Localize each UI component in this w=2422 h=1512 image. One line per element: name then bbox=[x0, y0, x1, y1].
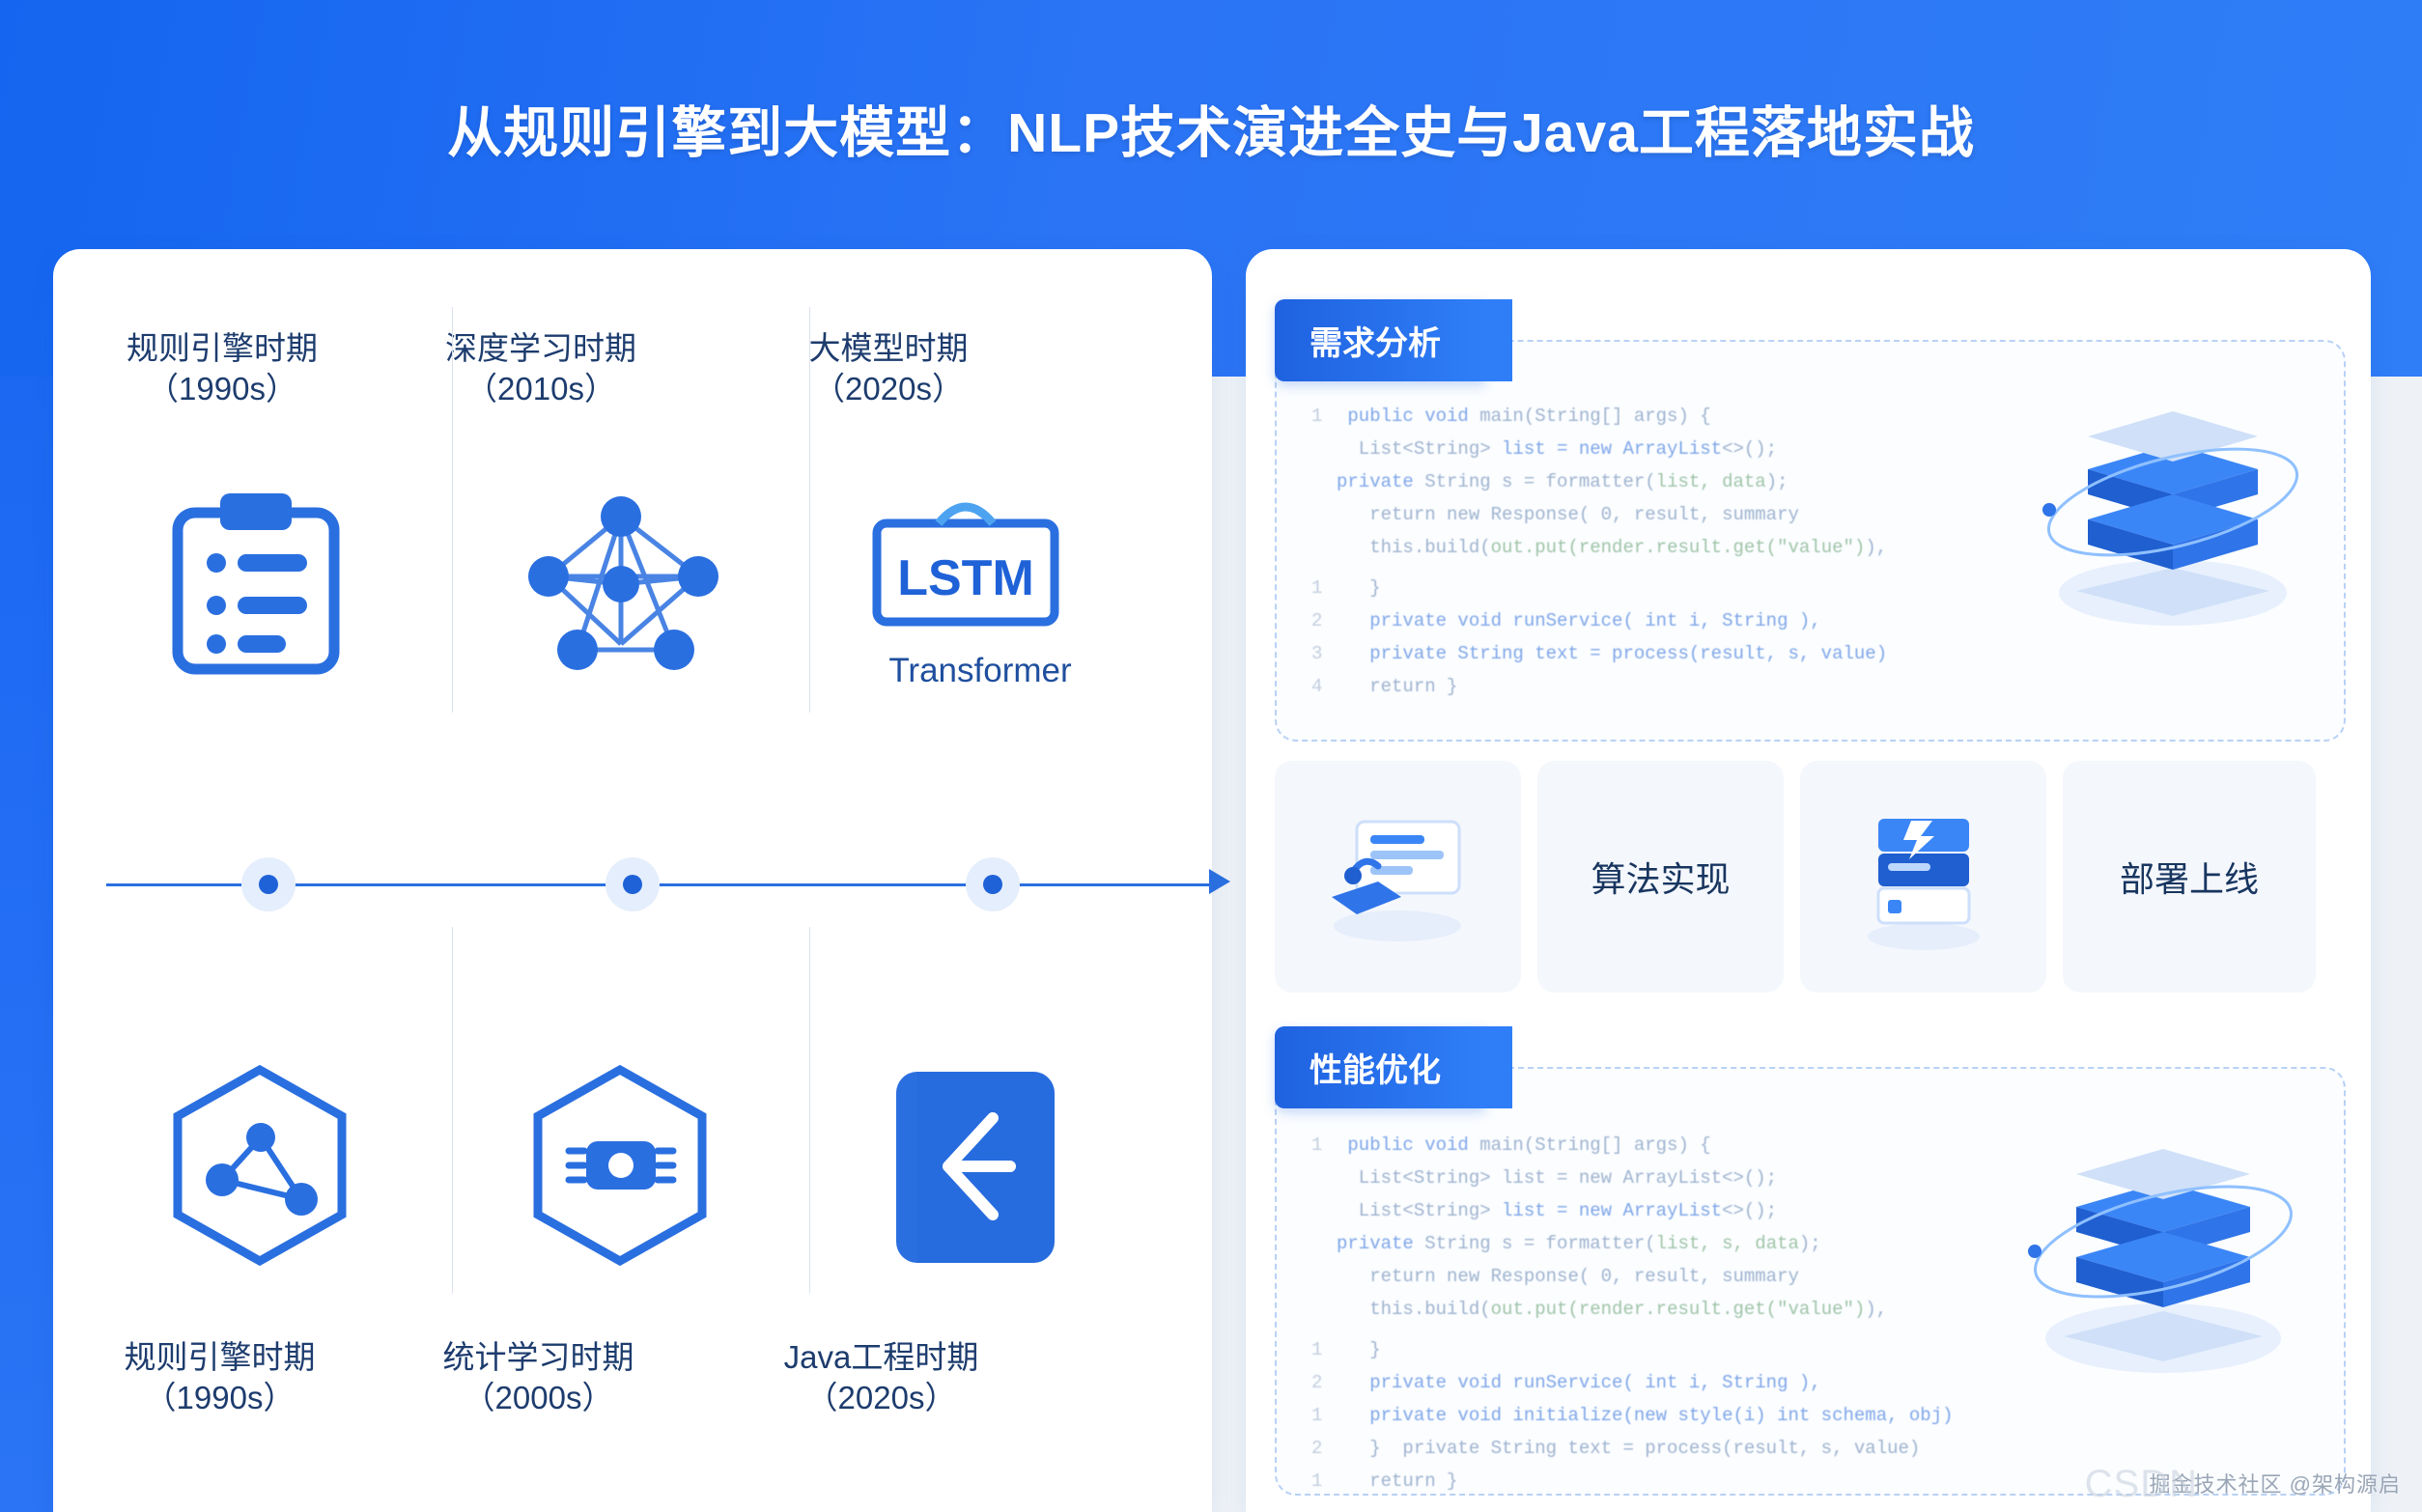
hexagon-graph-icon bbox=[166, 1062, 354, 1274]
watermark-brand: CSDN bbox=[2084, 1463, 2198, 1505]
hexagon-chip-icon bbox=[526, 1062, 715, 1274]
left-accent-strip bbox=[0, 377, 53, 1512]
watermark-text: 掘金技术社区 @架构源启 bbox=[2149, 1472, 2401, 1497]
performance-tag: 性能优化 bbox=[1275, 1026, 1512, 1108]
server-stack-illustration bbox=[1867, 819, 1980, 950]
timeline-bottom-item-1-period: （1990s） bbox=[144, 1380, 296, 1416]
timeline-top-item-1-period: （1990s） bbox=[147, 371, 297, 407]
workflow-step-cards: 算法实现 部署上线 bbox=[1275, 761, 2347, 993]
folder-arrow-icon bbox=[879, 1062, 1072, 1274]
workflow-card-4[interactable]: 部署上线 bbox=[2063, 761, 2316, 993]
performance-tag-label: 性能优化 bbox=[1275, 1026, 1512, 1108]
timeline-bottom-item-2-name: 统计学习时期 bbox=[442, 1339, 634, 1375]
timeline-axis bbox=[106, 883, 1217, 886]
monitor-code-illustration bbox=[1332, 820, 1461, 941]
timeline-divider-1 bbox=[452, 307, 453, 713]
server-rack-illustration-one bbox=[2028, 386, 2318, 642]
timeline-bottom-item-2-period: （2000s） bbox=[463, 1380, 614, 1416]
timeline-bottom-item-1: 规则引擎时期 （1990s） bbox=[92, 1337, 348, 1418]
requirements-tag: 需求分析 bbox=[1275, 299, 1512, 381]
timeline-top-item-3-name: 大模型时期 bbox=[808, 330, 969, 366]
clipboard-checklist-icon bbox=[164, 488, 348, 686]
timeline-top-item-3-period: （2020s） bbox=[813, 371, 964, 407]
timeline-node-2 bbox=[606, 857, 660, 911]
svg-text:LSTM: LSTM bbox=[897, 550, 1034, 606]
server-rack-illustration-two bbox=[2014, 1120, 2313, 1395]
timeline-top-item-2: 深度学习时期 （2010s） bbox=[415, 328, 666, 409]
timeline-top-item-2-name: 深度学习时期 bbox=[445, 330, 636, 366]
lstm-caption: Transformer bbox=[888, 652, 1072, 689]
lstm-badge-icon: LSTM bbox=[869, 481, 1062, 640]
timeline-top-item-1-name: 规则引擎时期 bbox=[127, 330, 318, 366]
timeline-divider-3 bbox=[452, 927, 453, 1294]
watermark: CSDN 掘金技术社区 @架构源启 bbox=[2085, 1463, 2401, 1505]
timeline-node-1 bbox=[241, 857, 296, 911]
timeline-bottom-item-3: Java工程时期 （2020s） bbox=[748, 1337, 1014, 1418]
timeline-bottom-item-1-name: 规则引擎时期 bbox=[124, 1339, 316, 1375]
workflow-card-3[interactable] bbox=[1800, 761, 2046, 993]
timeline-bottom-item-3-period: （2020s） bbox=[805, 1380, 957, 1416]
workflow-card-2-label: 算法实现 bbox=[1591, 859, 1731, 899]
timeline-divider-4 bbox=[809, 927, 810, 1294]
timeline-arrow-icon bbox=[1209, 869, 1230, 894]
timeline-top-item-1: 规则引擎时期 （1990s） bbox=[97, 328, 348, 409]
workflow-card-2[interactable]: 算法实现 bbox=[1537, 761, 1784, 993]
timeline-bottom-item-3-name: Java工程时期 bbox=[783, 1339, 979, 1375]
workflow-card-1[interactable] bbox=[1275, 761, 1521, 993]
requirements-tag-label: 需求分析 bbox=[1275, 299, 1512, 381]
timeline-top-item-3: 大模型时期 （2020s） bbox=[763, 328, 1014, 409]
timeline-node-3 bbox=[966, 857, 1020, 911]
page-title: 从规则引擎到大模型：NLP技术演进全史与Java工程落地实战 bbox=[447, 102, 1975, 164]
timeline-bottom-item-2: 统计学习时期 （2000s） bbox=[410, 1337, 666, 1418]
timeline-divider-2 bbox=[809, 307, 810, 713]
neural-network-icon bbox=[520, 488, 727, 686]
timeline-top-item-2-period: （2010s） bbox=[465, 371, 616, 407]
workflow-card-4-label: 部署上线 bbox=[2119, 859, 2259, 899]
